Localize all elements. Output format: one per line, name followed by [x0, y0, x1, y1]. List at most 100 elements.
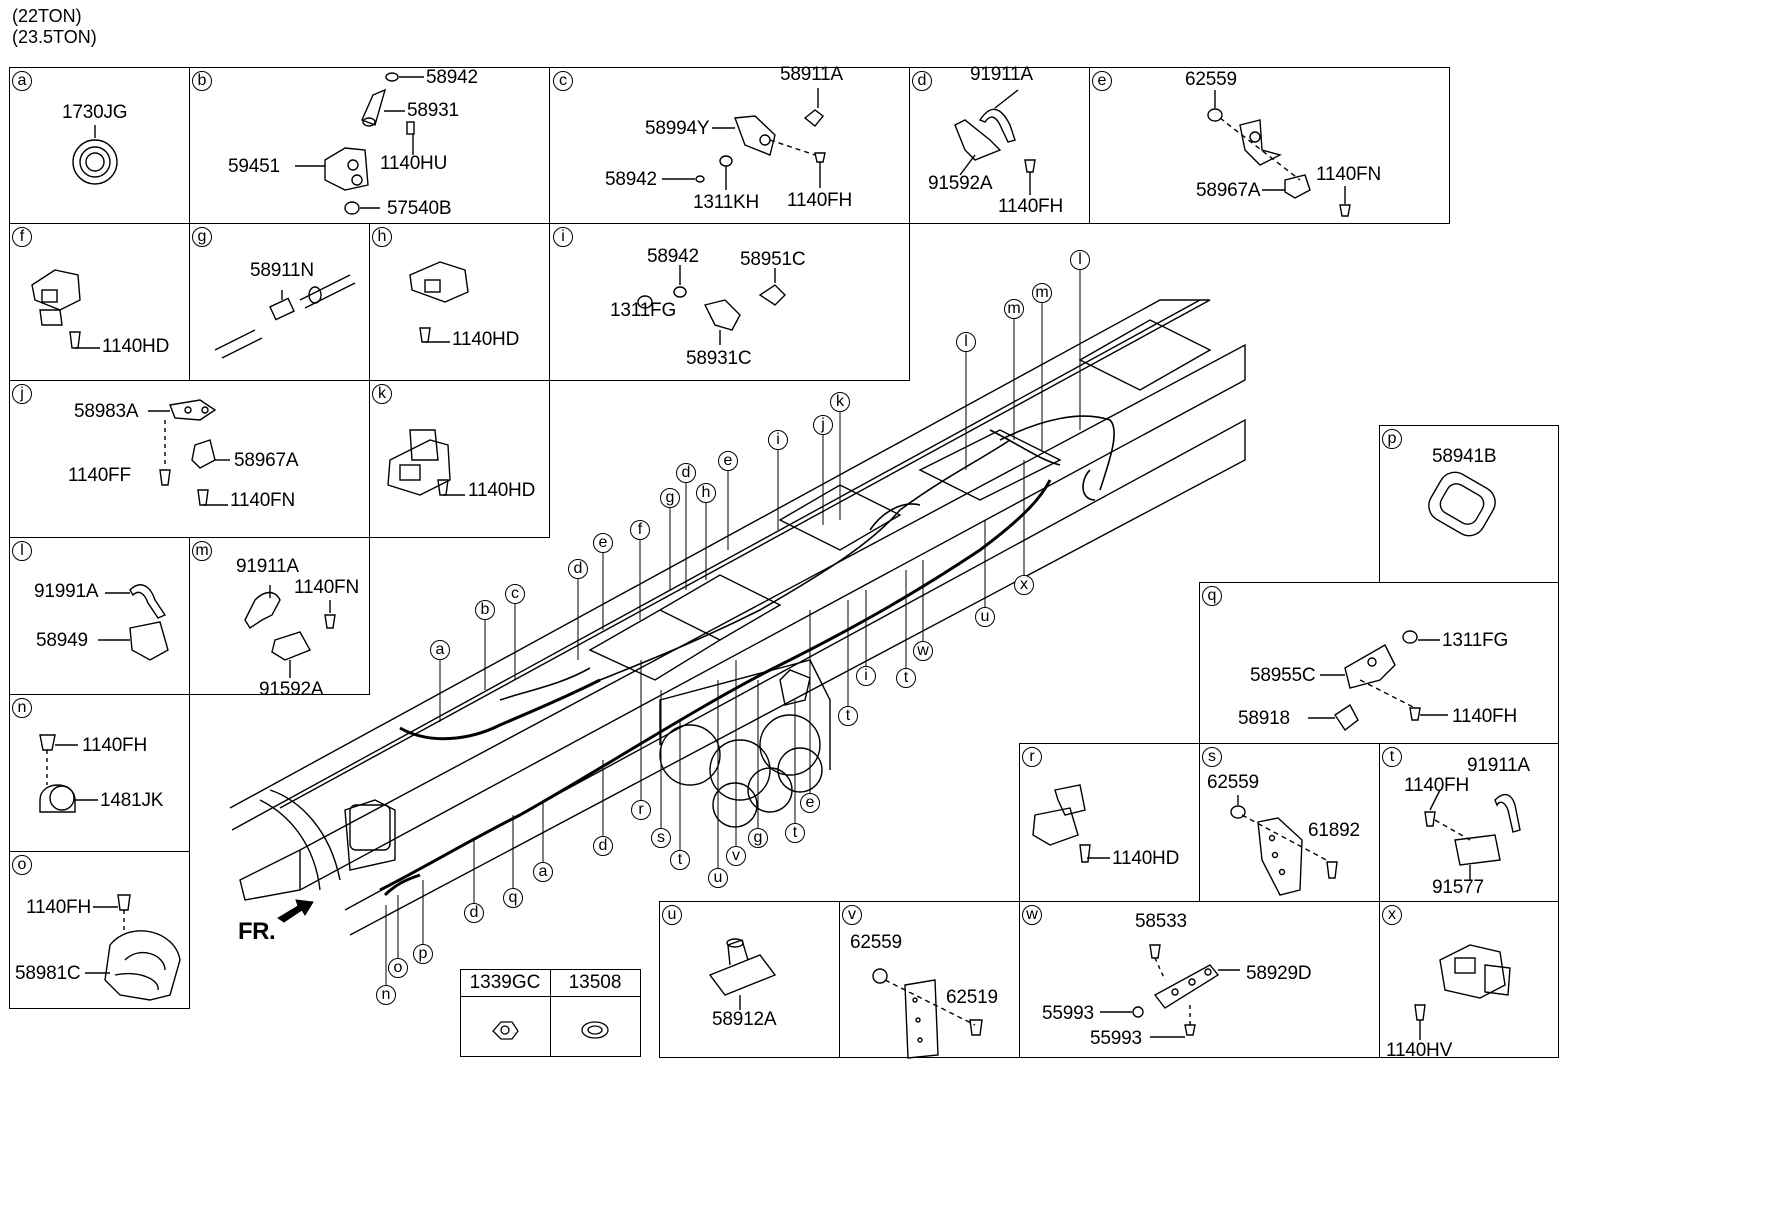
part-number: 58955C — [1250, 665, 1316, 686]
part-number: 58981C — [15, 963, 81, 984]
callout-x: x — [1014, 575, 1034, 595]
part-number: 58967A — [234, 450, 299, 471]
callout-a: a — [430, 640, 450, 660]
panel-l — [9, 537, 190, 695]
panel-u-letter: u — [662, 905, 682, 925]
table-header: 13508 — [568, 972, 622, 993]
callout-e: e — [593, 533, 613, 553]
part-number: 55993 — [1090, 1028, 1142, 1049]
callout-l: l — [1070, 250, 1090, 270]
callout-n: n — [376, 985, 396, 1005]
part-number: 1140FH — [82, 735, 147, 756]
panel-p — [1379, 425, 1559, 583]
callout-l: l — [956, 332, 976, 352]
callout-d: d — [464, 903, 484, 923]
callout-i: i — [856, 666, 876, 686]
panel-r-letter: r — [1022, 747, 1042, 767]
part-number: 1140FN — [1316, 164, 1381, 185]
part-number: 91592A — [259, 679, 324, 700]
panel-d — [909, 67, 1090, 224]
part-number: 61892 — [1308, 820, 1360, 841]
callout-u: u — [708, 868, 728, 888]
callout-m: m — [1032, 283, 1052, 303]
panel-q — [1199, 582, 1559, 744]
panel-j-letter: j — [12, 384, 32, 404]
callout-i: i — [768, 430, 788, 450]
panel-t — [1379, 743, 1559, 902]
panel-k-letter: k — [372, 384, 392, 404]
callout-v: v — [726, 846, 746, 866]
callout-s: s — [651, 828, 671, 848]
panel-r — [1019, 743, 1200, 902]
front-direction-label: FR. — [238, 918, 276, 945]
part-number: 59451 — [228, 156, 280, 177]
part-number: 58533 — [1135, 911, 1187, 932]
model-note-22ton: (22TON) — [12, 6, 82, 26]
callout-e: e — [800, 793, 820, 813]
part-number: 55993 — [1042, 1003, 1094, 1024]
table-divider — [550, 969, 551, 1057]
part-number: 1730JG — [62, 102, 128, 123]
panel-e-letter: e — [1092, 71, 1112, 91]
part-number: 1140HV — [1386, 1040, 1453, 1061]
panel-n-letter: n — [12, 698, 32, 718]
callout-f: f — [630, 520, 650, 540]
panel-c — [549, 67, 910, 224]
panel-b-letter: b — [192, 71, 212, 91]
part-number: 58994Y — [645, 118, 710, 139]
panel-o-letter: o — [12, 855, 32, 875]
part-number: 1311FG — [610, 300, 677, 321]
panel-h — [369, 223, 550, 381]
part-number: 1140FN — [230, 490, 295, 511]
part-number: 58931 — [407, 100, 459, 121]
callout-c: c — [505, 584, 525, 604]
callout-q: q — [503, 888, 523, 908]
panel-o — [9, 851, 190, 1009]
panel-e — [1089, 67, 1450, 224]
callout-g: g — [748, 828, 768, 848]
part-number: 1481JK — [100, 790, 164, 811]
part-number: 1311FG — [1442, 630, 1509, 651]
part-number: 58929D — [1246, 963, 1312, 984]
callout-r: r — [631, 800, 651, 820]
panel-g-letter: g — [192, 227, 212, 247]
panel-u — [659, 901, 840, 1058]
part-number: 1140HD — [1112, 848, 1180, 869]
callout-u: u — [975, 607, 995, 627]
part-number: 58949 — [36, 630, 88, 651]
part-number: 57540B — [387, 198, 452, 219]
part-number: 1140FH — [787, 190, 852, 211]
table-header: 1339GC — [469, 972, 541, 993]
part-number: 58911A — [780, 64, 843, 85]
panel-m — [189, 537, 370, 695]
part-number: 62559 — [850, 932, 902, 953]
part-number: 58918 — [1238, 708, 1290, 729]
callout-t: t — [896, 668, 916, 688]
part-number: 91577 — [1432, 877, 1484, 898]
panel-s-letter: s — [1202, 747, 1222, 767]
panel-j — [9, 380, 370, 538]
model-note-23-5ton: (23.5TON) — [12, 27, 97, 47]
callout-h: h — [696, 483, 716, 503]
panel-k — [369, 380, 550, 538]
part-number: 62519 — [946, 987, 998, 1008]
part-number: 1140HU — [380, 153, 448, 174]
part-number: 91592A — [928, 173, 993, 194]
part-number: 58942 — [605, 169, 657, 190]
part-number: 1140FH — [998, 196, 1063, 217]
part-number: 1140HD — [452, 329, 520, 350]
panel-q-letter: q — [1202, 586, 1222, 606]
part-number: 58942 — [647, 246, 699, 267]
part-number: 1140FF — [68, 465, 131, 486]
callout-d: d — [676, 463, 696, 483]
part-number: 1140FH — [26, 897, 91, 918]
part-number: 91911A — [970, 64, 1033, 85]
callout-b: b — [475, 600, 495, 620]
callout-o: o — [388, 958, 408, 978]
callout-d: d — [593, 836, 613, 856]
callout-t: t — [838, 706, 858, 726]
part-number: 58983A — [74, 401, 139, 422]
panel-i — [549, 223, 910, 381]
callout-t: t — [785, 823, 805, 843]
part-number: 1311KH — [693, 192, 760, 213]
